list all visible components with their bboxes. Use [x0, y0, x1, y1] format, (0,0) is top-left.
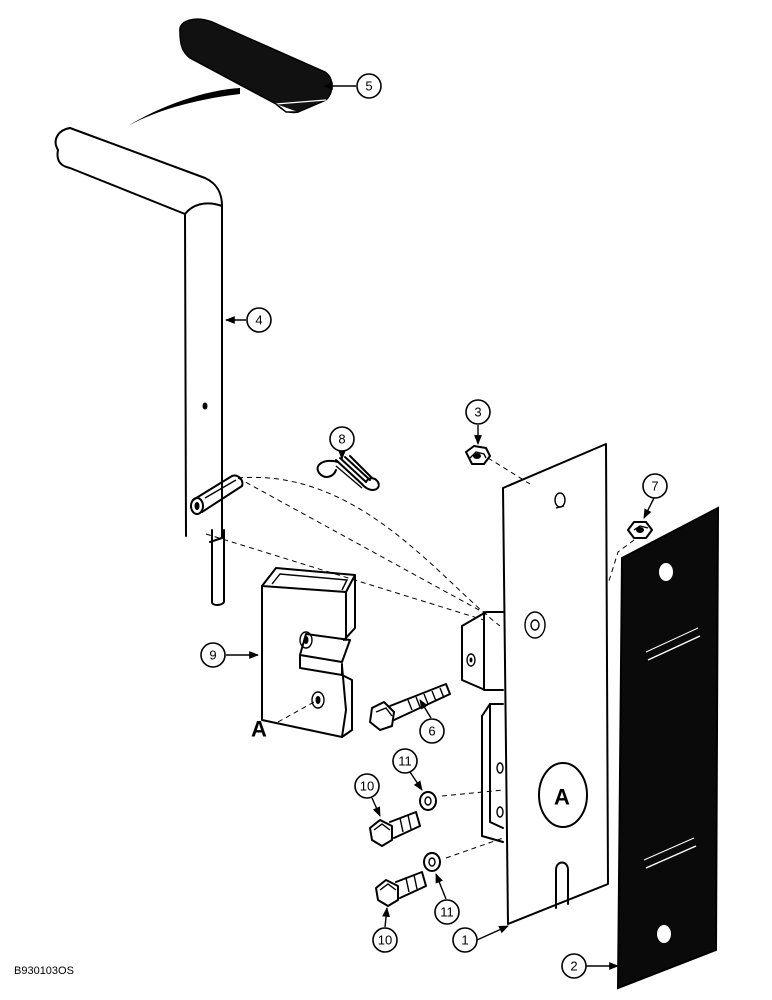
svg-text:11: 11 [440, 905, 454, 920]
callout-9: 9 [200, 642, 259, 668]
install-arrow [128, 88, 240, 126]
assembly-lines [205, 457, 635, 859]
svg-text:3: 3 [474, 405, 481, 420]
svg-text:4: 4 [255, 313, 262, 328]
svg-text:8: 8 [338, 432, 345, 447]
svg-text:10: 10 [378, 933, 392, 948]
svg-text:11: 11 [398, 754, 412, 769]
nut-part-3 [465, 445, 491, 465]
callout-2: 2 [561, 953, 619, 979]
svg-text:7: 7 [651, 479, 658, 494]
callout-7: 7 [642, 473, 668, 519]
callout-11-lower: 11 [434, 873, 460, 925]
view-marker-a: A [251, 717, 267, 742]
callout-4: 4 [225, 307, 272, 333]
pad-part [616, 506, 720, 990]
callout-1: 1 [452, 925, 509, 953]
callout-5: 5 [323, 73, 382, 99]
spring-part [316, 455, 380, 491]
lever-part [54, 127, 244, 606]
figure-id: B930103OS [14, 965, 74, 977]
bracket-part [261, 567, 356, 738]
callout-6: 6 [419, 699, 445, 744]
mounting-plate-part [461, 443, 609, 925]
washer-part-11-lower [423, 852, 441, 872]
nut-part-7 [627, 521, 653, 539]
svg-text:5: 5 [365, 79, 372, 94]
callout-10-upper: 10 [354, 773, 381, 817]
bolt-part-10-upper [369, 811, 421, 847]
callout-11-upper: 11 [392, 748, 423, 791]
callout-3: 3 [465, 399, 491, 445]
svg-text:6: 6 [428, 724, 435, 739]
grip-part [179, 18, 333, 114]
svg-text:9: 9 [209, 648, 216, 663]
callout-8: 8 [329, 426, 355, 460]
plate-marker-a: A [554, 785, 570, 810]
svg-text:2: 2 [570, 959, 577, 974]
svg-text:10: 10 [360, 779, 374, 794]
svg-text:1: 1 [461, 933, 468, 948]
callout-10-lower: 10 [372, 907, 398, 953]
washer-part-11-upper [419, 791, 437, 811]
bolt-part-10-lower [375, 871, 427, 907]
